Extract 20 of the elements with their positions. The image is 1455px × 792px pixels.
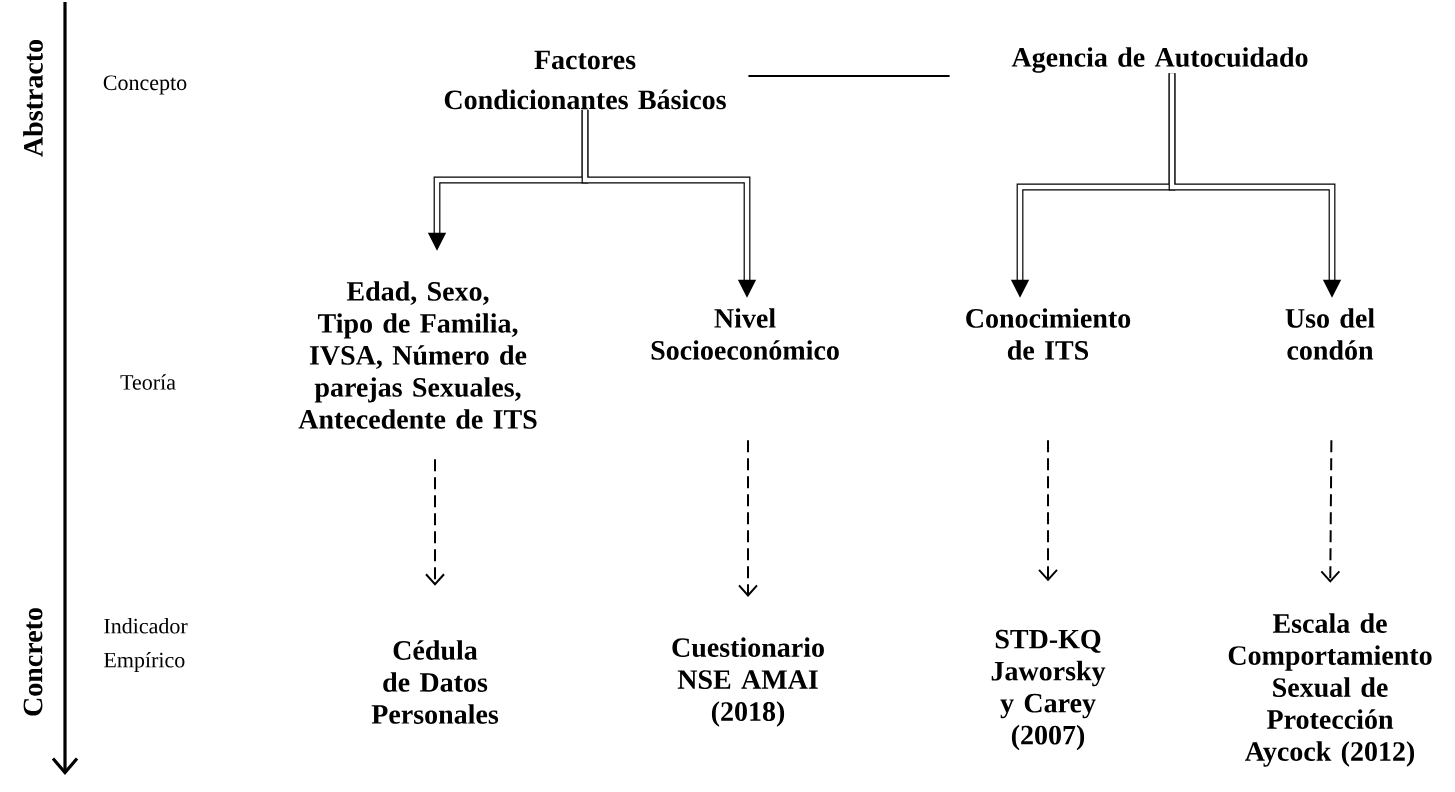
level-label: Teoría [120, 374, 176, 390]
axis-label: Concreto [23, 608, 43, 716]
level-label: Indicador Empírico [104, 618, 188, 672]
dashed-arrow [1320, 439, 1341, 583]
concept-text: Edad, Sexo, Tipo de Familia, IVSA, Número de parejas Sexuales, Antecedente de ITS [298, 281, 537, 429]
concept-text: Nivel Socioeconómico [651, 308, 839, 360]
concept-text: Conocimiento de ITS [966, 308, 1131, 360]
concept-text: Cuestionario NSE AMAI (2018) [672, 637, 824, 727]
concept-text: Escala de Comportamiento Sexual de Protección Aycock (2012) [1228, 613, 1432, 767]
concept-text: Uso del condón [1285, 308, 1375, 360]
dashed-arrow [425, 458, 445, 586]
concept-text: Agencia de Autocuidado [1011, 47, 1308, 73]
connector-line [747, 75, 951, 77]
concept-text: STD-KQ Jaworsky y Carey (2007) [991, 629, 1106, 751]
dashed-arrow [738, 439, 758, 597]
dashed-arrow [1038, 439, 1058, 582]
level-label: Concepto [103, 75, 187, 95]
axis-label: Abstracto [23, 40, 43, 157]
concept-text: Cédula de Datos Personales [371, 640, 499, 724]
concept-text: Factores Condicionantes Básicos [444, 50, 726, 110]
